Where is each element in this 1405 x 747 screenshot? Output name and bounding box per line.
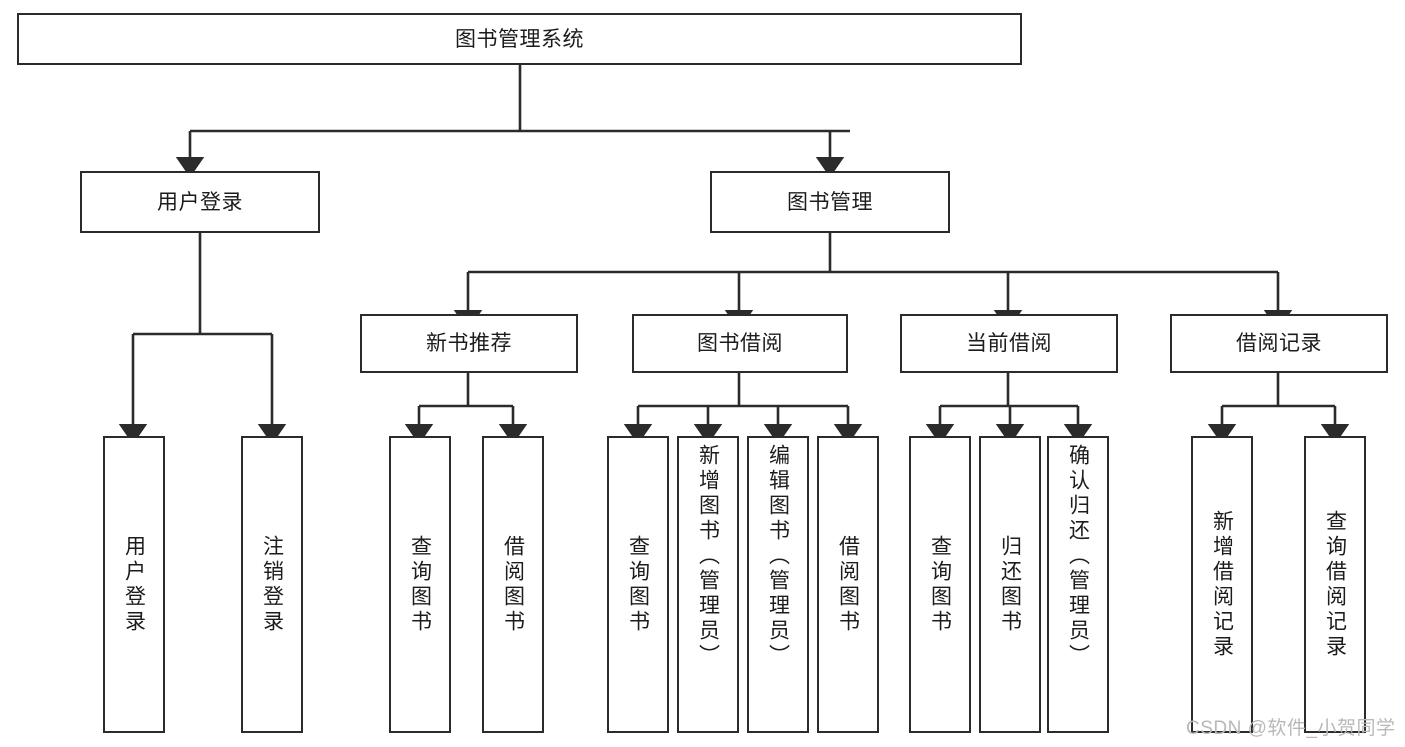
node-user-login[interactable]: 用户登录 <box>80 171 320 233</box>
node-new-book-recommend-label: 新书推荐 <box>426 332 512 355</box>
node-leaf-logout-login[interactable]: 注销登录 <box>241 436 303 733</box>
node-book-borrow-label: 图书借阅 <box>697 332 783 355</box>
node-current-borrow[interactable]: 当前借阅 <box>900 314 1118 373</box>
node-leaf-return-book[interactable]: 归还图书 <box>979 436 1041 733</box>
node-root-label: 图书管理系统 <box>455 27 584 51</box>
node-leaf-add-record-label: 新增借阅记录 <box>1210 509 1234 660</box>
node-leaf-borrow-book-2[interactable]: 借阅图书 <box>817 436 879 733</box>
node-leaf-query-book-2-label: 查询图书 <box>626 534 650 635</box>
node-leaf-add-record[interactable]: 新增借阅记录 <box>1191 436 1253 733</box>
node-leaf-return-book-label: 归还图书 <box>998 534 1022 635</box>
node-leaf-confirm-return[interactable]: 确认归还（管理员） <box>1047 436 1109 733</box>
node-root[interactable]: 图书管理系统 <box>17 13 1022 65</box>
node-borrow-record[interactable]: 借阅记录 <box>1170 314 1388 373</box>
node-leaf-query-record-label: 查询借阅记录 <box>1323 509 1347 660</box>
node-leaf-query-book-1[interactable]: 查询图书 <box>389 436 451 733</box>
node-leaf-query-book-1-label: 查询图书 <box>408 534 432 635</box>
node-leaf-user-login[interactable]: 用户登录 <box>103 436 165 733</box>
node-leaf-confirm-return-label: 确认归还（管理员） <box>1066 444 1090 669</box>
node-leaf-borrow-book-2-label: 借阅图书 <box>836 534 860 635</box>
node-leaf-query-record[interactable]: 查询借阅记录 <box>1304 436 1366 733</box>
node-leaf-edit-book-label: 编辑图书（管理员） <box>766 444 790 669</box>
node-leaf-borrow-book-1[interactable]: 借阅图书 <box>482 436 544 733</box>
node-leaf-add-book-label: 新增图书（管理员） <box>696 444 720 669</box>
node-leaf-query-book-3[interactable]: 查询图书 <box>909 436 971 733</box>
node-book-manage[interactable]: 图书管理 <box>710 171 950 233</box>
node-leaf-query-book-2[interactable]: 查询图书 <box>607 436 669 733</box>
node-leaf-borrow-book-1-label: 借阅图书 <box>501 534 525 635</box>
node-user-login-label: 用户登录 <box>157 190 243 214</box>
node-current-borrow-label: 当前借阅 <box>966 332 1052 355</box>
node-leaf-logout-login-label: 注销登录 <box>260 534 284 635</box>
node-leaf-user-login-label: 用户登录 <box>122 534 146 635</box>
node-book-manage-label: 图书管理 <box>787 190 873 214</box>
node-leaf-query-book-3-label: 查询图书 <box>928 534 952 635</box>
node-book-borrow[interactable]: 图书借阅 <box>632 314 848 373</box>
node-borrow-record-label: 借阅记录 <box>1236 332 1322 355</box>
node-leaf-edit-book[interactable]: 编辑图书（管理员） <box>747 436 809 733</box>
node-leaf-add-book[interactable]: 新增图书（管理员） <box>677 436 739 733</box>
csdn-watermark: CSDN @软件_小贺同学 <box>1186 718 1396 739</box>
node-new-book-recommend[interactable]: 新书推荐 <box>360 314 578 373</box>
